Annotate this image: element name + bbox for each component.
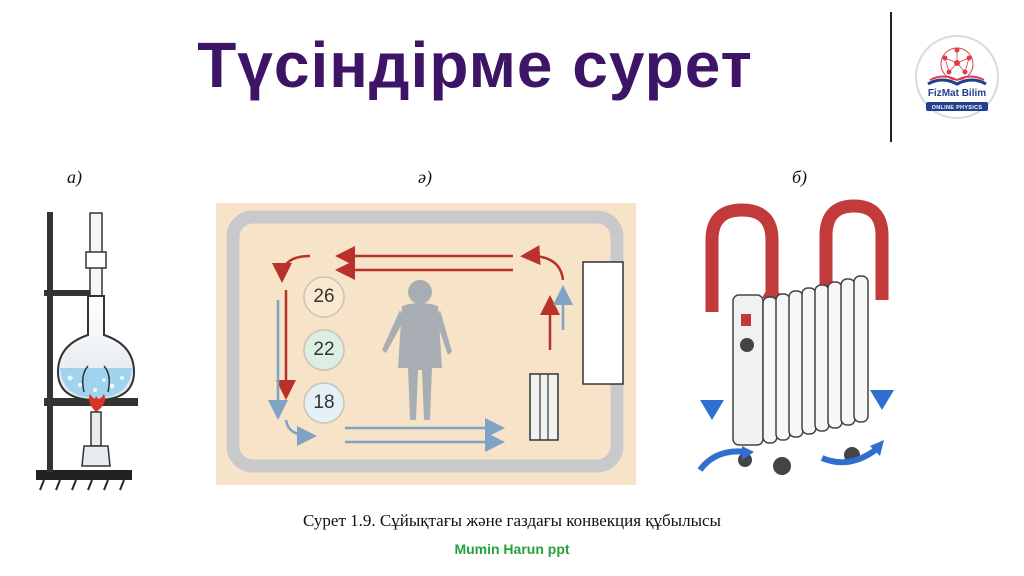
temp-circle-warm [303, 276, 345, 318]
flask-water [60, 368, 132, 398]
figure-caption: Сурет 1.9. Сұйықтағы және газдағы конвек… [303, 511, 721, 530]
radiator-body [732, 275, 869, 475]
author-credit: Mumin Harun ppt [454, 541, 570, 557]
panel-label-a: а) [67, 167, 82, 187]
flame-icon [88, 394, 105, 412]
temperature-18: 18 [313, 392, 335, 413]
flask-apparatus [36, 212, 138, 491]
header-divider [890, 12, 892, 142]
radiator-diagram [697, 199, 894, 475]
person-silhouette [382, 280, 452, 420]
slide-title: Түсіндірме сурет [197, 29, 753, 101]
cool-air-corner-arrow [284, 419, 317, 446]
room-heater [529, 373, 559, 441]
right-warm-loop [819, 199, 889, 300]
clamp-arm [44, 290, 102, 296]
panel-label-b: б) [792, 167, 808, 187]
logo-emblem-icon [915, 35, 999, 119]
burner-tube [90, 411, 102, 447]
logo-name: FizMat Bilim [927, 88, 987, 99]
room-diagram [216, 203, 636, 485]
radiator-indicator [741, 314, 751, 326]
radiator-wheel [773, 457, 791, 475]
window [582, 261, 624, 385]
stand-rod [47, 212, 53, 472]
temp-circle-mid [303, 329, 345, 371]
temperature-22: 22 [313, 339, 335, 360]
burner-base [81, 445, 111, 467]
thermostat-knob [740, 338, 754, 352]
temperature-26: 26 [313, 286, 335, 307]
warm-air-turn-arrow [520, 245, 565, 281]
stand-base [36, 470, 132, 480]
left-warm-loop [705, 203, 779, 312]
panel-label-ae: ә) [418, 167, 432, 187]
warm-air-corner-arrow [272, 254, 311, 283]
fizmat-logo: FizMat Bilim ONLINE PHYSICS [914, 34, 1000, 120]
logo-tagline: ONLINE PHYSICS [931, 105, 983, 111]
temp-circle-cool [303, 382, 345, 424]
